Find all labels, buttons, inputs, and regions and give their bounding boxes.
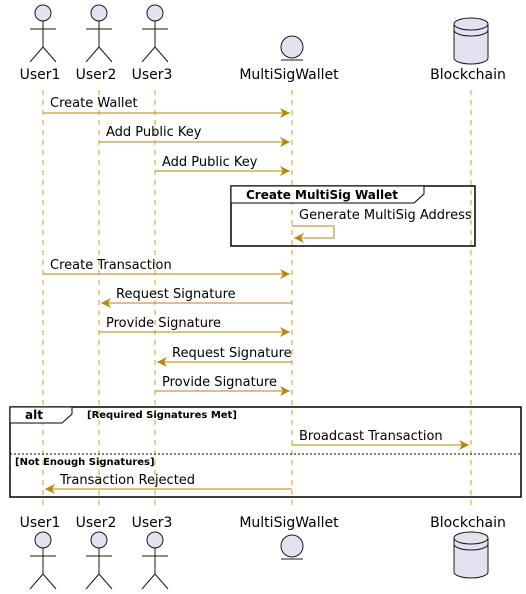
message-label: Add Public Key [106,125,202,140]
alt-guard-1: [Required Signatures Met] [87,410,237,421]
message-request-signature-user3: Request Signature [157,346,292,367]
message-add-public-key-user2: Add Public Key [99,125,290,147]
message-transaction-rejected: Transaction Rejected [45,473,292,494]
participant-label: User1 [20,515,61,531]
participant-user2-top: User2 [76,4,117,83]
actor-icon [29,531,57,590]
message-generate-multisig-address: Generate MultiSig Address [292,208,472,243]
message-label: Provide Signature [106,316,221,331]
message-label: Provide Signature [162,375,277,390]
message-provide-signature-user3: Provide Signature [155,375,290,396]
alt-operator-label: alt [25,408,43,422]
participant-label: User2 [76,515,117,531]
participant-multisigwallet-top: MultiSigWallet [239,35,339,83]
message-request-signature-user2: Request Signature [101,287,292,308]
participant-label: Blockchain [430,67,506,83]
message-label: Request Signature [172,346,292,361]
message-label: Create Transaction [50,258,172,273]
actor-icon [141,4,169,63]
actor-icon [29,4,57,63]
alt-label-tab [9,406,73,424]
message-create-transaction: Create Transaction [43,258,290,279]
message-label: Request Signature [116,287,236,302]
message-self-arrow [292,225,335,243]
message-provide-signature-user2: Provide Signature [99,316,290,337]
group-create-multisig-wallet: Create MultiSig Wallet [230,185,476,247]
message-label: Generate MultiSig Address [299,208,472,223]
participant-user1-bottom: User1 [20,515,61,590]
message-label: Create Wallet [50,96,138,111]
message-label: Transaction Rejected [59,473,195,488]
group-label-tab [230,185,425,204]
participant-user2-bottom: User2 [76,515,117,590]
participant-label: User3 [132,67,173,83]
message-create-wallet: Create Wallet [43,96,290,118]
participant-blockchain-bottom: Blockchain [430,515,506,579]
actor-icon [85,531,113,590]
messages: Create Wallet Add Public Key Add Public … [43,96,472,494]
participant-label: Blockchain [430,515,506,531]
participant-multisigwallet-bottom: MultiSigWallet [239,515,339,560]
entity-icon [280,534,304,560]
group-label: Create MultiSig Wallet [246,188,398,202]
database-icon [453,17,489,65]
participant-label: User2 [76,67,117,83]
alt-guard-2: [Not Enough Signatures] [15,457,155,468]
actor-icon [85,4,113,63]
participant-user3-top: User3 [132,4,173,83]
message-label: Add Public Key [162,155,258,170]
participant-user1-top: User1 [20,4,61,83]
participant-blockchain-top: Blockchain [430,17,506,83]
participant-user3-bottom: User3 [132,515,173,590]
entity-icon [280,35,304,61]
participant-label: MultiSigWallet [239,515,339,531]
alt-frame [9,406,522,498]
message-add-public-key-user3: Add Public Key [155,155,290,176]
message-label: Broadcast Transaction [299,429,443,444]
message-broadcast-transaction: Broadcast Transaction [292,429,469,450]
database-icon [453,531,489,579]
participant-label: User3 [132,515,173,531]
participant-label: User1 [20,67,61,83]
participant-label: MultiSigWallet [239,67,339,83]
actor-icon [141,531,169,590]
alt-fragment: alt [Required Signatures Met] [Not Enoug… [9,406,522,498]
